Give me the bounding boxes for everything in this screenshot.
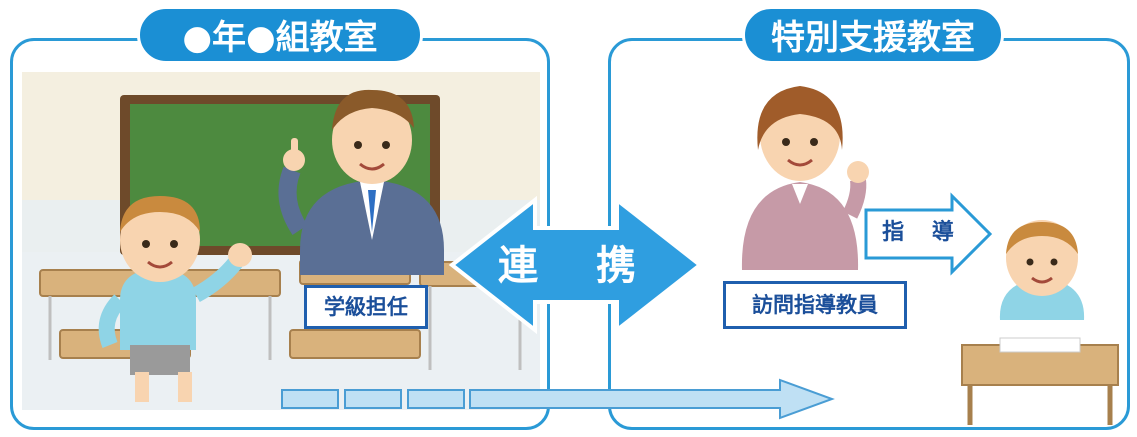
cooperation-double-arrow (448, 195, 704, 335)
homeroom-teacher-figure (278, 89, 444, 275)
guidance-label: 指 導 (882, 220, 964, 245)
student-at-desk-figure (961, 220, 1119, 425)
homeroom-teacher-label: 学級担任 (304, 285, 428, 329)
classroom-scene (22, 72, 835, 420)
guidance-arrow (864, 192, 993, 276)
visiting-teacher-label: 訪問指導教員 (723, 281, 907, 329)
student-boy-figure (98, 196, 252, 402)
classroom-title-badge: ●年●組教室 (137, 6, 423, 64)
cooperation-label: 連 携 (498, 243, 658, 289)
paper (999, 337, 1081, 353)
flow-blocks (281, 389, 465, 409)
support-room-title-badge: 特別支援教室 (742, 6, 1004, 64)
flow-arrow (469, 378, 835, 420)
visiting-teacher-figure (741, 86, 869, 270)
